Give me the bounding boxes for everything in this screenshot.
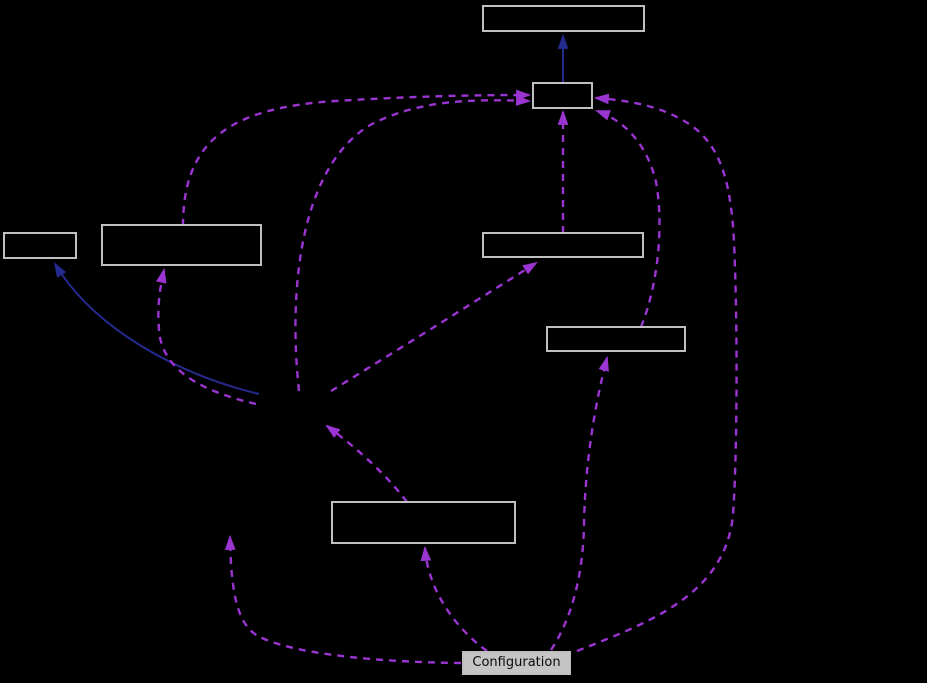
edge-lower-to-center bbox=[325, 424, 408, 503]
node-middle[interactable] bbox=[482, 232, 644, 258]
edge-config-to-left bbox=[224, 534, 462, 665]
edge-config-to-lower bbox=[420, 545, 488, 652]
edge-center-to-left-small bbox=[53, 262, 260, 395]
node-lower[interactable] bbox=[331, 501, 516, 544]
edge-right-to-hub bbox=[594, 109, 661, 328]
current-node-label: Configuration bbox=[472, 655, 561, 670]
node-top[interactable] bbox=[482, 5, 645, 32]
node-left-wide[interactable] bbox=[101, 224, 262, 266]
node-configuration bbox=[462, 651, 571, 675]
edge-center-to-middle bbox=[330, 261, 538, 393]
node-left-small[interactable] bbox=[3, 232, 77, 259]
node-hub[interactable] bbox=[532, 82, 593, 109]
node-right[interactable] bbox=[546, 326, 686, 352]
edge-center-to-hub bbox=[294, 95, 532, 392]
edge-config-to-right bbox=[549, 355, 609, 651]
edge-leftwide-to-hub bbox=[181, 89, 532, 227]
edge-center-to-leftwide bbox=[155, 267, 257, 406]
nodes-layer bbox=[3, 5, 686, 675]
edges-layer bbox=[53, 33, 738, 665]
edge-config-to-hub bbox=[576, 93, 738, 653]
